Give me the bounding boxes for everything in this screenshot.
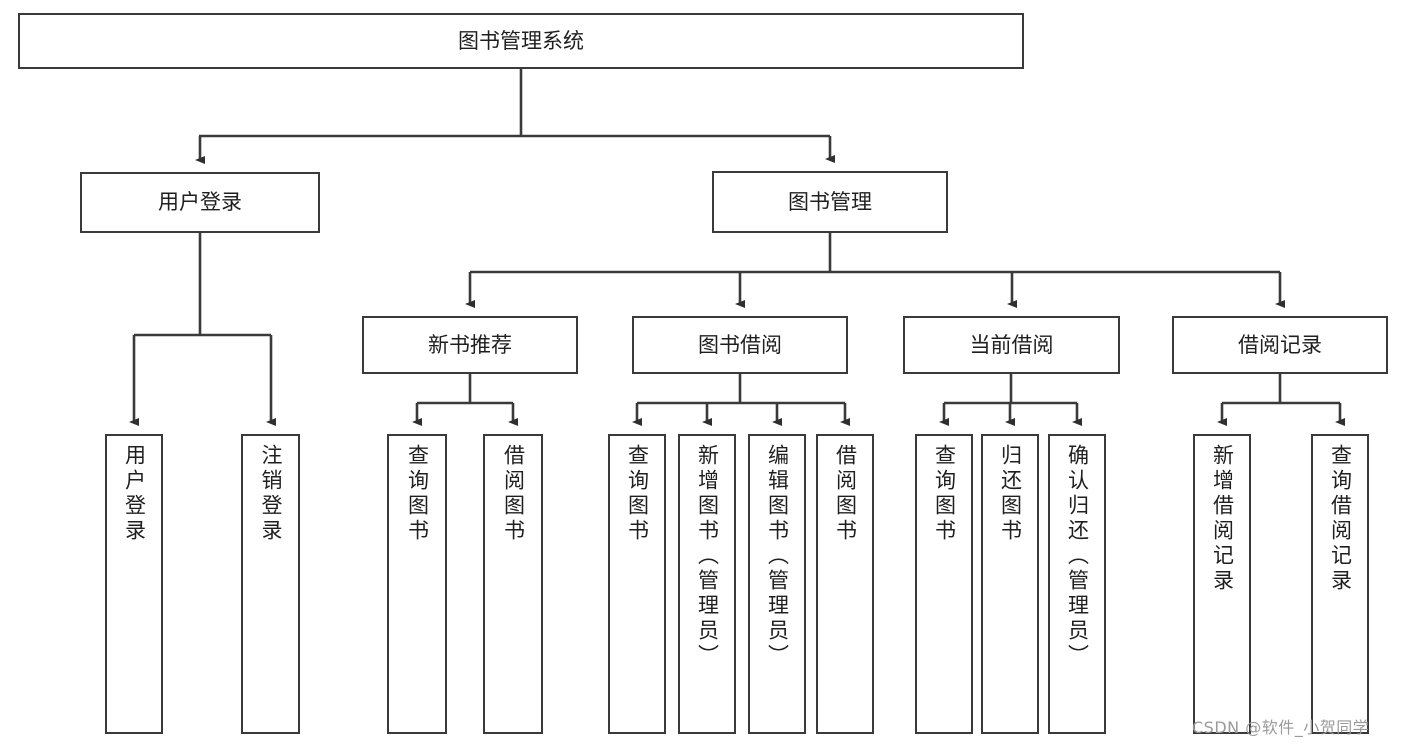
node-leaf-borrow-1: 查询图书 bbox=[608, 434, 666, 734]
node-label-leaf-borrow-4: 借阅图书 bbox=[833, 444, 858, 544]
node-label-leaf-rec-1: 新增借阅记录 bbox=[1210, 444, 1235, 594]
node-borrow: 图书借阅 bbox=[632, 316, 848, 374]
node-leaf-login-1: 用户登录 bbox=[105, 434, 163, 734]
node-label-leaf-new-2: 借阅图书 bbox=[501, 444, 526, 544]
node-current: 当前借阅 bbox=[903, 316, 1120, 374]
node-label-leaf-borrow-2: 新增图书（管理员） bbox=[695, 444, 720, 669]
node-label-leaf-login-2: 注销登录 bbox=[259, 444, 283, 544]
node-leaf-login-2: 注销登录 bbox=[241, 434, 300, 734]
node-label-newbook: 新书推荐 bbox=[428, 332, 512, 357]
node-bookmgmt: 图书管理 bbox=[712, 171, 948, 233]
node-label-records: 借阅记录 bbox=[1238, 332, 1322, 357]
node-label-leaf-borrow-1: 查询图书 bbox=[625, 444, 650, 544]
node-label-leaf-cur-1: 查询图书 bbox=[932, 444, 957, 544]
node-leaf-new-1: 查询图书 bbox=[387, 434, 447, 734]
node-label-current: 当前借阅 bbox=[969, 332, 1054, 357]
node-label-root: 图书管理系统 bbox=[458, 28, 584, 53]
node-newbook: 新书推荐 bbox=[362, 316, 578, 374]
node-leaf-borrow-2: 新增图书（管理员） bbox=[678, 434, 736, 734]
node-login: 用户登录 bbox=[80, 172, 320, 233]
node-label-leaf-borrow-3: 编辑图书（管理员） bbox=[765, 444, 790, 669]
node-leaf-cur-2: 归还图书 bbox=[981, 434, 1039, 734]
node-label-leaf-cur-2: 归还图书 bbox=[998, 444, 1023, 544]
node-leaf-cur-3: 确认归还（管理员） bbox=[1048, 434, 1106, 734]
node-label-leaf-login-1: 用户登录 bbox=[122, 444, 147, 544]
node-root: 图书管理系统 bbox=[18, 13, 1024, 69]
csdn-watermark: CSDN @软件_小贺同学 bbox=[1192, 718, 1370, 737]
node-leaf-new-2: 借阅图书 bbox=[483, 434, 543, 734]
node-leaf-rec-2: 查询借阅记录 bbox=[1311, 434, 1369, 734]
node-leaf-borrow-4: 借阅图书 bbox=[816, 434, 874, 734]
node-label-bookmgmt: 图书管理 bbox=[788, 189, 872, 214]
node-label-leaf-cur-3: 确认归还（管理员） bbox=[1065, 444, 1090, 669]
node-label-leaf-new-1: 查询图书 bbox=[405, 444, 430, 544]
node-label-borrow: 图书借阅 bbox=[698, 332, 782, 357]
node-label-leaf-rec-2: 查询借阅记录 bbox=[1328, 444, 1353, 594]
node-leaf-rec-1: 新增借阅记录 bbox=[1193, 434, 1251, 734]
node-leaf-borrow-3: 编辑图书（管理员） bbox=[748, 434, 806, 734]
node-leaf-cur-1: 查询图书 bbox=[915, 434, 973, 734]
node-records: 借阅记录 bbox=[1172, 316, 1388, 374]
node-label-login: 用户登录 bbox=[158, 190, 242, 215]
